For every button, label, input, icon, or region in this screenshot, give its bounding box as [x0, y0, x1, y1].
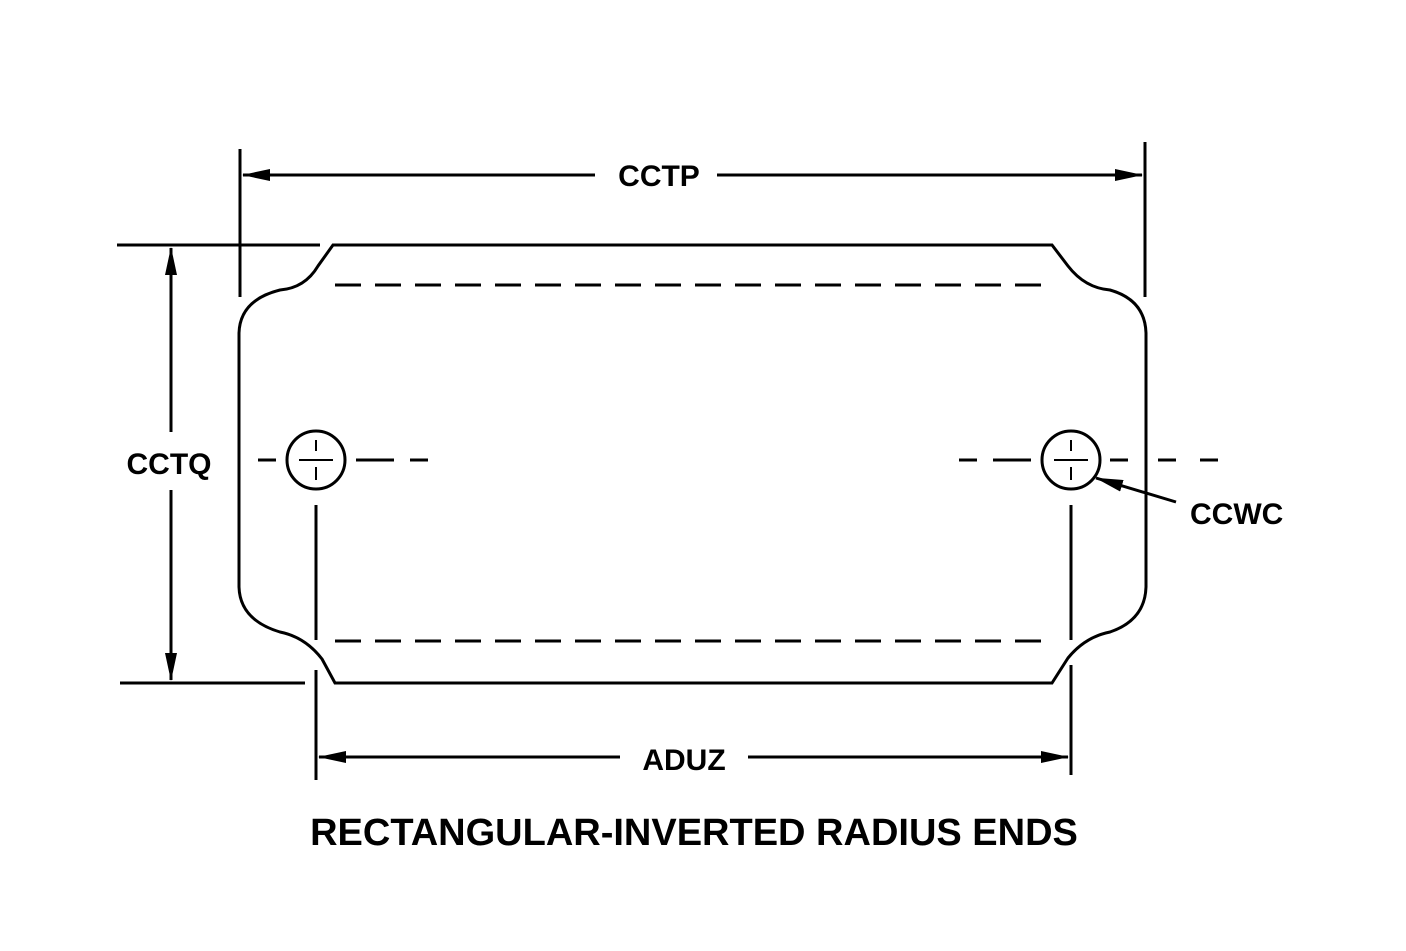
right-hole [1040, 429, 1102, 491]
aduz-label: ADUZ [642, 744, 725, 777]
left-hole [285, 429, 347, 491]
cctp-label: CCTP [618, 160, 700, 193]
diagram-title: RECTANGULAR-INVERTED RADIUS ENDS [310, 812, 1078, 854]
plate-outline [237, 243, 1148, 685]
cctq-label: CCTQ [127, 448, 212, 481]
ccwc-label: CCWC [1190, 498, 1283, 531]
ccwc-leader [1095, 476, 1177, 504]
